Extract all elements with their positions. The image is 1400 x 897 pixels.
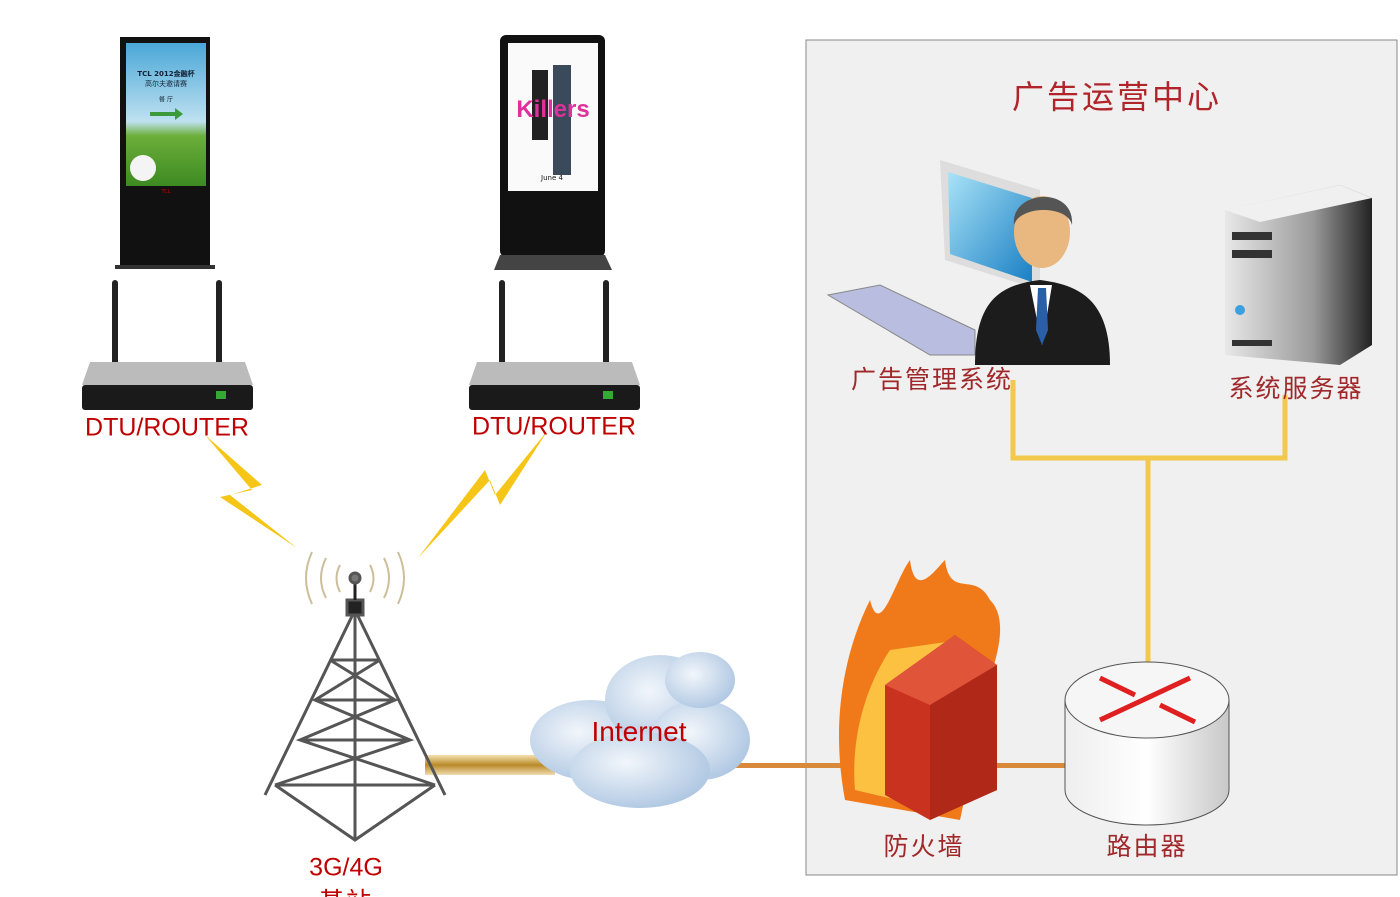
kiosk-2 [494, 35, 612, 270]
cell-tower-icon [263, 551, 447, 842]
server-label: 系统服务器 [1228, 374, 1364, 403]
internet-cloud-icon [530, 652, 750, 808]
tower-label-2: 基站 [319, 882, 373, 897]
system-server-icon [1225, 185, 1372, 365]
admin-workstation-icon [826, 160, 1110, 365]
kiosk-1-screen-line-1: TCL 2012金融杯 [137, 70, 195, 78]
core-router-label: 路由器 [1106, 832, 1188, 861]
kiosk-1-screen-line-2: 高尔夫邀请赛 [145, 80, 187, 88]
kiosk-2-screen-date: June 4 [541, 174, 563, 182]
dtu-router-1 [82, 280, 253, 410]
tower-label: 3G/4G [309, 853, 383, 882]
internet-label: Internet [591, 716, 687, 747]
dtu-router-2 [469, 280, 640, 410]
firewall-icon [839, 560, 1001, 820]
router-1-label: DTU/ROUTER [85, 413, 249, 442]
kiosk-1 [115, 37, 215, 269]
admin-system-label: 广告管理系统 [850, 365, 1014, 394]
tower-cloud-link [425, 755, 555, 775]
kiosk-2-screen-title: Killers [516, 96, 590, 123]
router-2-label: DTU/ROUTER [472, 412, 636, 441]
wireless-bolt-right-icon [418, 430, 548, 558]
firewall-label: 防火墙 [883, 832, 965, 861]
core-router-icon [1064, 661, 1230, 826]
kiosk-1-screen-line-3: 餐 厅 [159, 96, 173, 104]
kiosk-1-brand: TCL [161, 189, 171, 195]
center-title: 广告运营中心 [1011, 78, 1223, 116]
wireless-bolt-left-icon [205, 435, 297, 548]
